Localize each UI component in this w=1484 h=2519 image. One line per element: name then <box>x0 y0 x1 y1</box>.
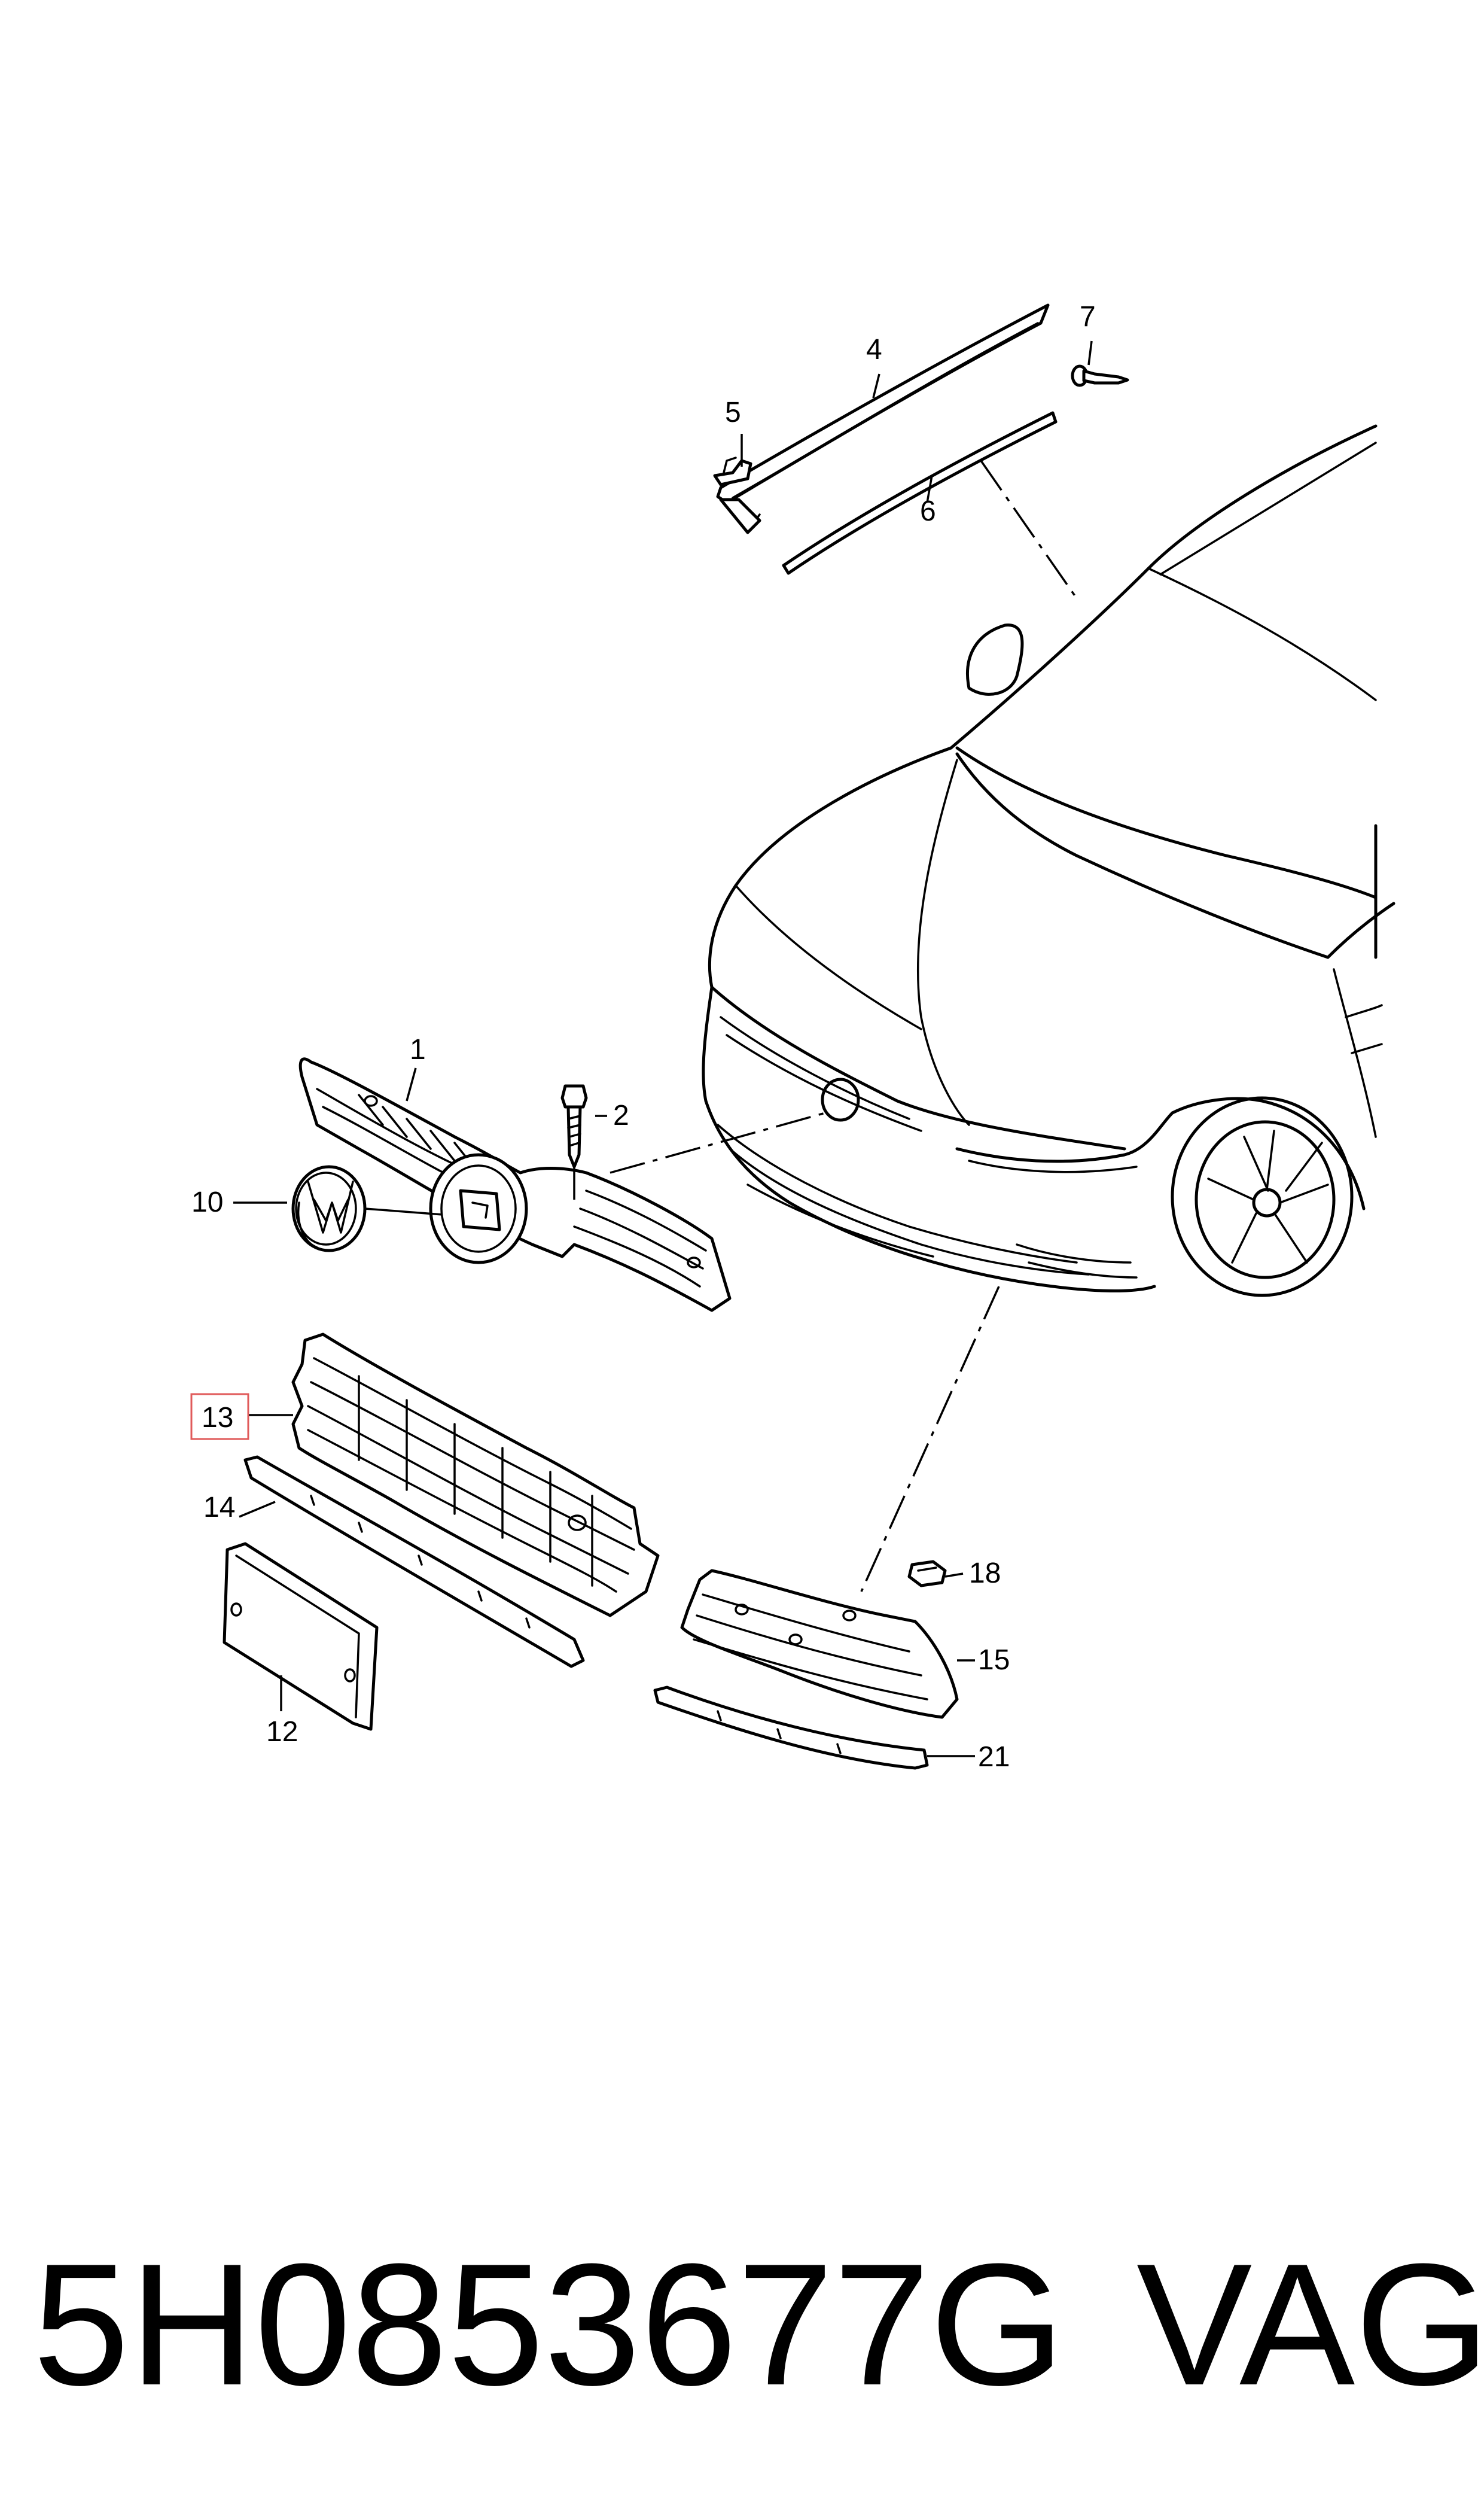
callout-1: 1 <box>410 1034 426 1066</box>
part-4-seal-strip[interactable] <box>716 303 1050 534</box>
car-outline <box>702 424 1395 1297</box>
callout-14: 14 <box>203 1492 235 1523</box>
callout-15: 15 <box>978 1644 1010 1676</box>
part-number-label: 5H0853677G <box>33 2228 1065 2421</box>
reference-lines <box>610 460 1078 1592</box>
part-7-pin[interactable] <box>1071 364 1129 387</box>
callout-13: 13 <box>202 1402 233 1434</box>
callout-10: 10 <box>191 1187 223 1218</box>
callout-12: 12 <box>266 1716 298 1748</box>
callout-labels: 1 2 4 5 6 7 10 12 13 14 15 18 21 <box>191 301 1096 1773</box>
callout-4: 4 <box>866 334 882 366</box>
callout-5: 5 <box>725 397 741 428</box>
leader-lines <box>233 340 1093 1757</box>
callout-2: 2 <box>613 1100 629 1131</box>
callout-6: 6 <box>920 495 936 527</box>
callout-21: 21 <box>978 1741 1010 1773</box>
part-18-clip[interactable] <box>907 1560 947 1587</box>
part-15-side-grille[interactable] <box>680 1569 959 1719</box>
part-5-clip[interactable] <box>713 457 752 486</box>
brand-label: VAG <box>1136 2228 1484 2421</box>
part-13-lower-grille[interactable] <box>291 1332 660 1617</box>
callout-13-highlight <box>190 1393 249 1440</box>
callout-7: 7 <box>1080 301 1096 333</box>
part-21-lower-trim[interactable] <box>653 1686 929 1770</box>
part-6-seal[interactable] <box>782 411 1058 575</box>
part-1-upper-grille[interactable] <box>298 1057 732 1312</box>
part-10-vw-emblem[interactable] <box>291 1165 367 1252</box>
part-12-plate-holder[interactable] <box>223 1542 379 1731</box>
part-2-screw[interactable] <box>560 1084 588 1169</box>
part-14-trim-strip[interactable] <box>243 1455 585 1668</box>
callout-18: 18 <box>969 1557 1001 1589</box>
